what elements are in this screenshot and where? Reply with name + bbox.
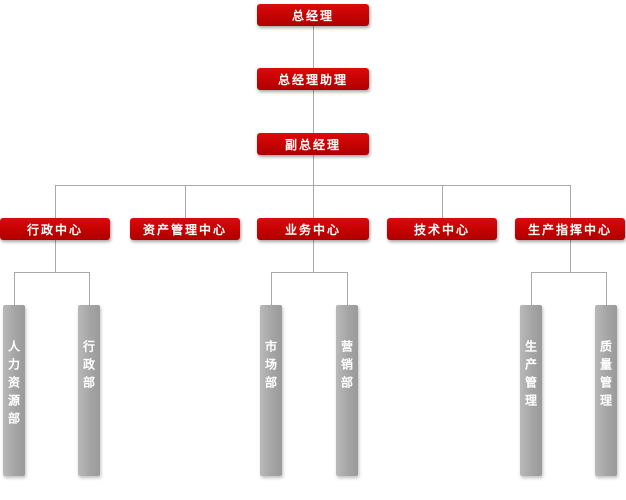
bar-hr-dept-label: 人力资源部 (6, 340, 21, 430)
connector-line (347, 272, 348, 305)
bar-sales-dept: 营销部 (336, 305, 358, 476)
node-production-command-center: 生产指挥中心 (515, 218, 625, 240)
bar-quality-mgmt-label: 质量管理 (598, 340, 613, 412)
node-general-manager: 总经理 (257, 4, 369, 26)
connector-line (271, 272, 272, 305)
node-asset-mgmt-center: 资产管理中心 (130, 218, 240, 240)
connector-line (271, 272, 347, 273)
connector-line (55, 185, 570, 186)
bar-admin-dept: 行政部 (78, 305, 100, 476)
connector-line (570, 185, 571, 218)
connector-line (531, 272, 606, 273)
connector-line (313, 155, 314, 185)
connector-line (89, 272, 90, 305)
connector-line (313, 240, 314, 272)
connector-line (55, 240, 56, 272)
connector-line (531, 272, 532, 305)
connector-line (14, 272, 15, 305)
bar-production-mgmt: 生产管理 (520, 305, 542, 476)
node-gm-assistant: 总经理助理 (257, 68, 369, 90)
connector-line (313, 26, 314, 68)
node-tech-center: 技术中心 (387, 218, 497, 240)
connector-line (442, 185, 443, 218)
bar-admin-dept-label: 行政部 (81, 340, 96, 394)
bar-market-dept: 市场部 (260, 305, 282, 476)
connector-line (570, 240, 571, 272)
bar-hr-dept: 人力资源部 (3, 305, 25, 476)
bar-production-mgmt-label: 生产管理 (523, 340, 538, 412)
connector-line (606, 272, 607, 305)
connector-line (313, 185, 314, 218)
connector-line (14, 272, 89, 273)
connector-line (55, 185, 56, 218)
bar-market-dept-label: 市场部 (263, 340, 278, 394)
node-admin-center: 行政中心 (0, 218, 110, 240)
node-deputy-gm: 副总经理 (257, 133, 369, 155)
connector-line (185, 185, 186, 218)
bar-sales-dept-label: 营销部 (339, 340, 354, 394)
node-business-center: 业务中心 (257, 218, 369, 240)
connector-line (313, 90, 314, 133)
bar-quality-mgmt: 质量管理 (595, 305, 617, 476)
